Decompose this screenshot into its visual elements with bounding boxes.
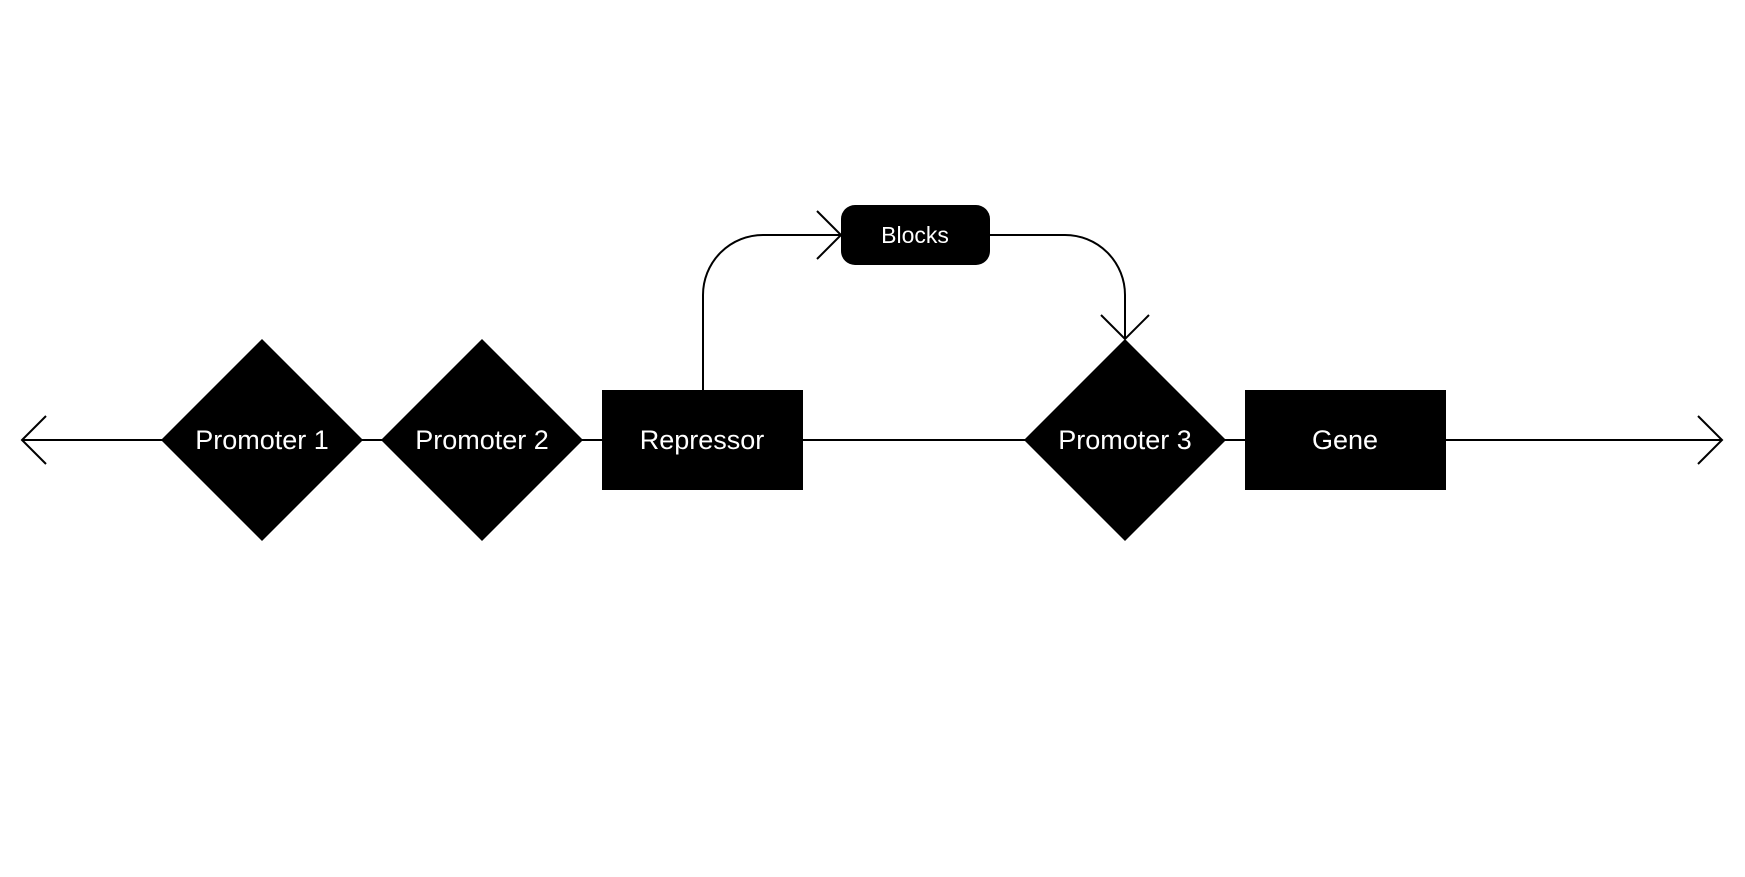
repressor-to-blocks-connector (702, 234, 841, 390)
promoter-1-node: Promoter 1 (161, 339, 363, 541)
promoter-3-shape (1024, 339, 1226, 541)
blocks-shape (841, 205, 990, 265)
blocks-node: Blocks (841, 205, 990, 265)
gene-node: Gene (1245, 390, 1446, 490)
promoter-1-label: Promoter 1 (195, 425, 329, 455)
blocks-to-promoter-3-connector (989, 234, 1126, 339)
promoter-3-label: Promoter 3 (1058, 425, 1192, 455)
left-arrow-icon (20, 415, 47, 465)
right-arrow-icon (1697, 415, 1724, 465)
promoter-1-shape (161, 339, 363, 541)
promoter-3-node: Promoter 3 (1024, 339, 1226, 541)
gene-shape (1245, 390, 1446, 490)
promoter-2-node: Promoter 2 (381, 339, 583, 541)
promoter-2-label: Promoter 2 (415, 425, 549, 455)
promoter-2-shape (381, 339, 583, 541)
repressor-label: Repressor (640, 425, 765, 455)
repressor-shape (602, 390, 803, 490)
gene-label: Gene (1312, 425, 1378, 455)
repressor-node: Repressor (602, 390, 803, 490)
blocks-label: Blocks (881, 222, 949, 248)
